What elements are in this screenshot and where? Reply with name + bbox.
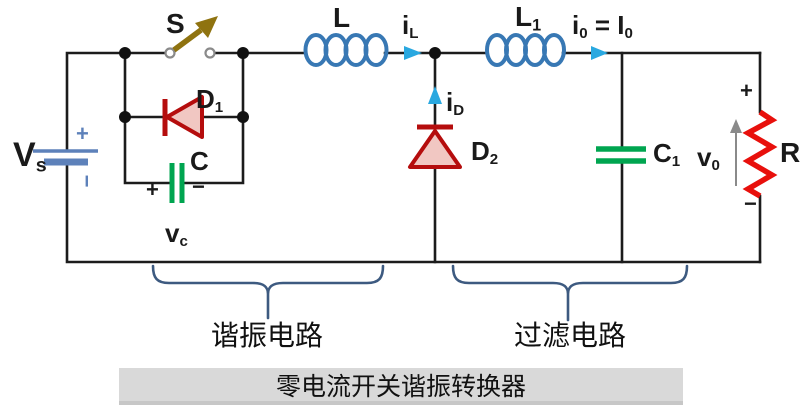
coil-loop — [542, 33, 566, 67]
capacitor-c1-label: C1 — [653, 138, 681, 171]
switch-contact — [204, 47, 216, 59]
coil-loop — [303, 33, 329, 67]
resistor-r-icon — [742, 109, 778, 199]
node-dots — [119, 47, 441, 123]
brace-filter — [451, 264, 689, 322]
wire-switch-branch — [123, 51, 245, 119]
source-label-sub: s — [35, 154, 47, 177]
switch-icon — [164, 16, 218, 59]
wires — [65, 51, 762, 264]
diode-d2-label: D2 — [471, 136, 499, 169]
node-dot — [429, 47, 441, 59]
inductor-l1-icon — [485, 33, 566, 67]
node-dot — [119, 111, 131, 123]
battery-minus-sign: − — [74, 174, 100, 188]
caption-bar: 零电流开关谐振转换器 — [119, 368, 683, 405]
source-label-main: V — [13, 136, 36, 174]
brace-resonant — [151, 264, 385, 320]
node-dot — [237, 47, 249, 59]
current-arrow-il-icon — [404, 46, 422, 60]
output-plus-sign: + — [740, 78, 753, 103]
braces — [151, 264, 689, 322]
battery-icon — [33, 149, 98, 166]
io-current-label: i0 = I0 — [572, 10, 633, 43]
capacitor-c1-icon — [596, 146, 646, 164]
inductor-l1-label: L1 — [515, 1, 542, 35]
capacitor-c-label: C — [190, 146, 209, 176]
diode-d2-triangle — [408, 129, 462, 169]
resistor-r-label: R — [780, 137, 800, 168]
capacitor-c-minus-sign: − — [192, 174, 205, 199]
v0-label: v0 — [697, 142, 720, 175]
current-arrow-io-icon — [591, 46, 608, 60]
inductor-l-label: L — [333, 2, 351, 33]
capacitor-c-icon — [169, 163, 185, 203]
switch-label: S — [166, 8, 185, 39]
wire-bottom-rail — [65, 161, 762, 264]
id-current-label: iD — [446, 87, 465, 120]
node-dot — [237, 111, 249, 123]
switch-contact — [164, 47, 176, 59]
battery-plus-sign: + — [76, 121, 89, 146]
diode-d1-label: D1 — [196, 84, 224, 117]
inductor-l-icon — [303, 33, 389, 67]
coil-loop — [323, 33, 349, 67]
node-dot — [119, 47, 131, 59]
source-label: Vs — [13, 138, 47, 176]
v0-arrow-icon — [730, 119, 742, 186]
v0-arrow-head — [730, 119, 742, 133]
il-current-label: iL — [402, 10, 419, 43]
region-label-resonant: 谐振电路 — [210, 320, 323, 351]
wire-top-left — [65, 51, 127, 153]
wire-cap-c-row — [123, 115, 245, 185]
output-minus-sign: − — [744, 191, 757, 216]
current-arrow-id-icon — [428, 86, 442, 104]
coil-loop — [363, 33, 389, 67]
vc-label: vc — [165, 218, 188, 251]
coil-loop — [343, 33, 369, 67]
diode-d1-triangle — [165, 95, 204, 139]
region-label-filter: 过滤电路 — [513, 320, 626, 351]
capacitor-c-plus-sign: + — [146, 177, 159, 202]
diode-d1-icon — [162, 95, 204, 139]
switch-arrow-shaft — [172, 27, 203, 53]
caption-text: 零电流开关谐振转换器 — [275, 372, 526, 401]
diode-d2-icon — [408, 124, 462, 169]
switch-arrow-icon — [195, 16, 218, 38]
